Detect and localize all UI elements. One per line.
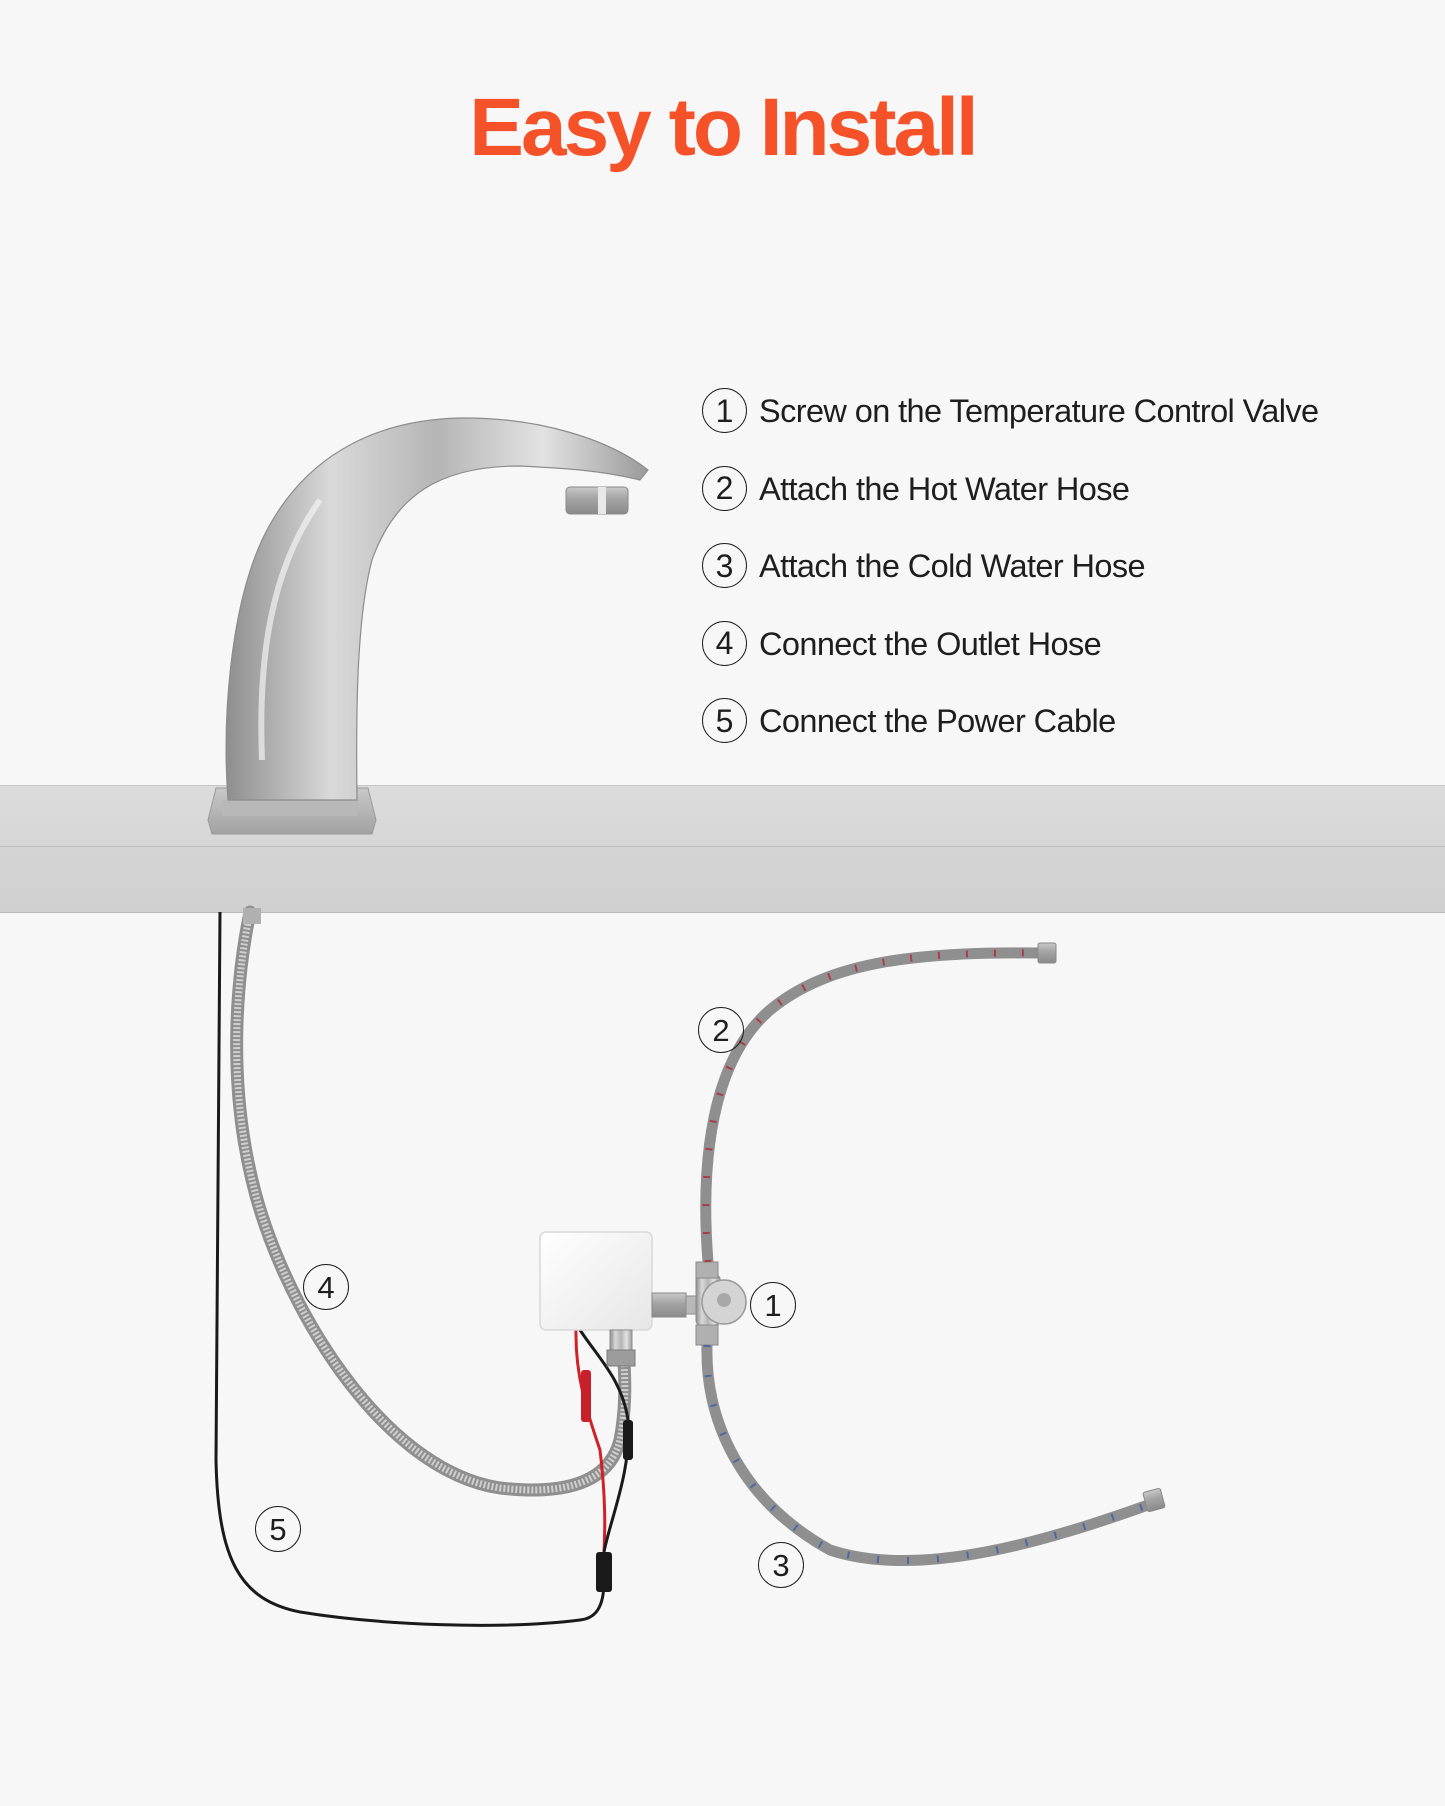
step-number-badge: 1 [702,388,747,433]
page-title: Easy to Install [469,82,978,173]
step-text: Connect the Power Cable [759,703,1116,739]
hot-water-hose [700,942,1057,1263]
step-number-badge: 2 [702,465,747,511]
step-number-badge: 4 [702,620,747,666]
step-text: Attach the Hot Water Hose [759,470,1130,507]
callout-hot-hose: 2 [698,1007,744,1053]
callout-valve: 1 [750,1282,796,1328]
step-number-badge: 5 [702,698,747,743]
cold-water-hose [701,1344,1166,1567]
countertop-edge [0,846,1445,913]
step-text: Screw on the Temperature Control Valve [759,393,1319,429]
installation-steps: 1 Screw on the Temperature Control Valve… [702,388,1319,776]
callout-outlet-hose: 4 [303,1264,349,1310]
power-cable [214,911,633,1627]
step-number-badge: 3 [702,543,747,588]
step-text: Connect the Outlet Hose [759,625,1102,662]
step-text: Attach the Cold Water Hose [759,548,1146,584]
step-item: 5 Connect the Power Cable [702,698,1319,776]
step-item: 1 Screw on the Temperature Control Valve [702,388,1319,466]
callout-power-cable: 5 [255,1506,301,1552]
callout-cold-hose: 3 [758,1542,804,1588]
step-item: 2 Attach the Hot Water Hose [702,465,1319,544]
outlet-hose [230,905,632,1497]
tee-valve-icon [651,1261,747,1346]
control-box-icon [539,1231,653,1367]
sensor-faucet-icon [207,417,649,835]
step-item: 4 Connect the Outlet Hose [702,620,1319,699]
step-item: 3 Attach the Cold Water Hose [702,543,1319,621]
